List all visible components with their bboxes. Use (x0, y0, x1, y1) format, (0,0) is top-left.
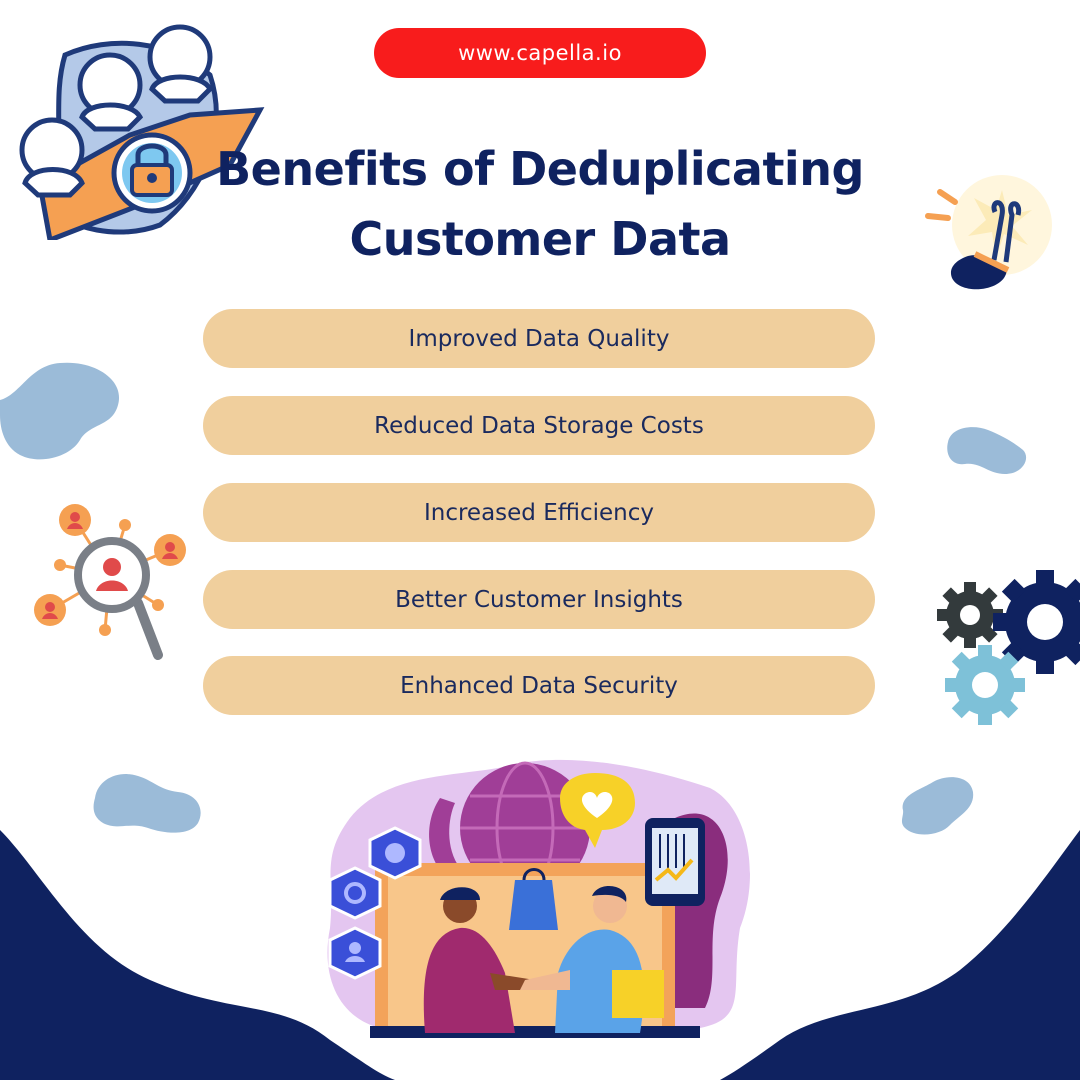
blob-shape (947, 427, 1027, 474)
heart-speech-bubble-icon (560, 773, 635, 848)
users-lock-icon (19, 24, 265, 240)
tablet-chart-icon (645, 818, 705, 906)
handshake-illustration (327, 759, 750, 1038)
shopping-bag-icon (509, 868, 558, 930)
title-line-1: Benefits of Deduplicating (216, 142, 864, 196)
people-search-icon (34, 504, 186, 660)
page-title: Benefits of Deduplicating Customer Data (180, 134, 900, 274)
hexagon-icons (328, 826, 422, 980)
benefit-item-data-security: Enhanced Data Security (203, 656, 875, 715)
blob-shape (93, 774, 201, 833)
blob-shape (901, 777, 974, 835)
benefit-item-data-quality: Improved Data Quality (203, 309, 875, 368)
benefit-item-efficiency: Increased Efficiency (203, 483, 875, 542)
lightbulb-icon (925, 175, 1052, 290)
benefit-item-storage-costs: Reduced Data Storage Costs (203, 396, 875, 455)
gears-icon (937, 570, 1080, 725)
blob-shape (0, 362, 120, 460)
title-line-2: Customer Data (349, 212, 731, 266)
benefit-item-customer-insights: Better Customer Insights (203, 570, 875, 629)
bottom-wave (0, 830, 1080, 1080)
website-url-badge[interactable]: www.capella.io (374, 28, 706, 78)
